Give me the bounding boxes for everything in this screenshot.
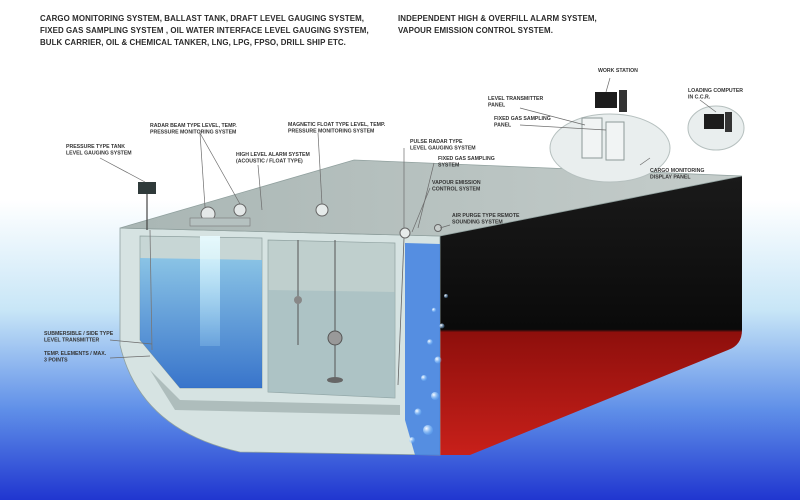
fixed-gas-panel — [605, 121, 625, 161]
headline-left-line-2: FIXED GAS SAMPLING SYSTEM , OIL WATER IN… — [40, 25, 369, 35]
radar-gauge-2 — [233, 203, 247, 217]
label-temp-elements: TEMP. ELEMENTS / MAX.3 POINTS — [44, 351, 107, 364]
loading-computer-tower — [725, 112, 732, 132]
pulse-radar — [399, 227, 411, 239]
headline-left: CARGO MONITORING SYSTEM, BALLAST TANK, D… — [40, 12, 369, 48]
deck-instruments — [138, 182, 442, 386]
label-work-station: WORK STATION — [598, 68, 638, 74]
hull-side — [440, 176, 742, 455]
level-transmitter-panel — [581, 117, 603, 159]
headline-right: INDEPENDENT HIGH & OVERFILL ALARM SYSTEM… — [398, 12, 597, 36]
shell-water — [405, 243, 440, 455]
label-radar-beam: RADAR BEAM TYPE LEVEL, TEMP.PRESSURE MON… — [150, 123, 237, 136]
float-gauge — [315, 203, 329, 217]
work-station-monitor — [595, 92, 617, 108]
float-2 — [327, 330, 343, 346]
double-bottom — [150, 370, 400, 415]
label-magnetic-float: MAGNETIC FLOAT TYPE LEVEL, TEMP.PRESSURE… — [288, 122, 386, 135]
bubbles — [409, 294, 448, 443]
headline-right-line-2: VAPOUR EMISSION CONTROL SYSTEM. — [398, 25, 553, 35]
label-high-level-alarm: HIGH LEVEL ALARM SYSTEM(ACOUSTIC / FLOAT… — [236, 152, 310, 165]
leader-lines — [99, 77, 717, 359]
air-purge-valve — [434, 224, 442, 232]
float-base — [327, 377, 343, 383]
pressure-gauge-display — [138, 182, 156, 194]
headline-right-line-1: INDEPENDENT HIGH & OVERFILL ALARM SYSTEM… — [398, 13, 597, 23]
headline-left-line-1: CARGO MONITORING SYSTEM, BALLAST TANK, D… — [40, 13, 365, 23]
radar-beam — [200, 236, 220, 346]
work-station-tower — [619, 90, 627, 112]
headline-left-line-3: BULK CARRIER, OIL & CHEMICAL TANKER, LNG… — [40, 37, 346, 47]
float-1 — [294, 296, 302, 304]
loading-computer-monitor — [704, 114, 724, 129]
